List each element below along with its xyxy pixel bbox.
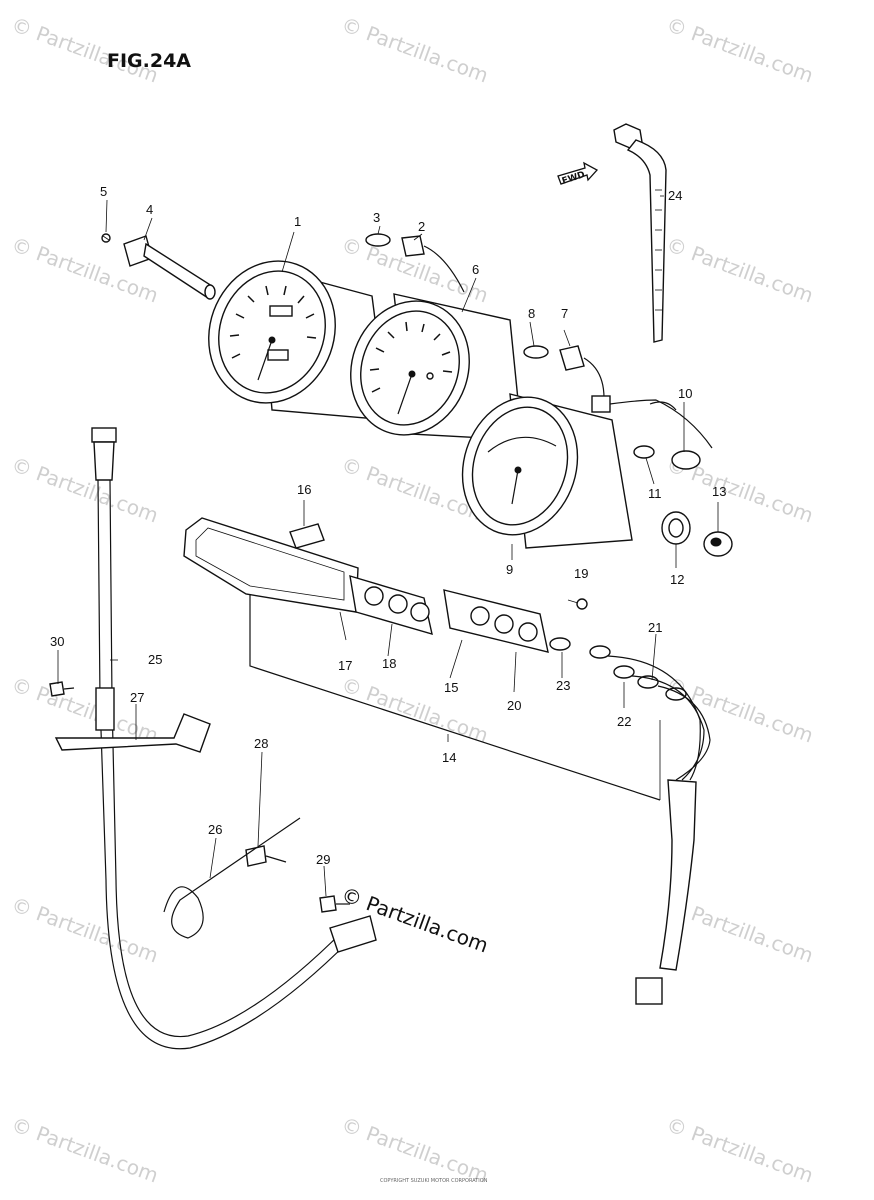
callout-2: 2: [418, 219, 425, 234]
cable-bracket-27: [54, 713, 211, 753]
callout-11: 11: [648, 486, 662, 501]
watermark: © Partzilla.com: [338, 672, 491, 747]
indicator-lens: [183, 517, 359, 613]
callout-26: 26: [208, 822, 222, 837]
callout-29: 29: [316, 852, 330, 867]
speedometer-cable: [91, 427, 377, 1050]
callout-8: 8: [528, 306, 535, 321]
callout-4: 4: [146, 202, 153, 217]
callout-1: 1: [294, 214, 301, 229]
watermark: © Partzilla.com: [663, 12, 816, 87]
callout-27: 27: [130, 690, 144, 705]
bulb-3: [365, 233, 391, 247]
callout-3: 3: [373, 210, 380, 225]
callout-23: 23: [556, 678, 570, 693]
watermark: © Partzilla.com: [663, 1112, 816, 1187]
callout-12: 12: [670, 572, 684, 587]
bulb-socket-2: [401, 235, 465, 293]
watermark: © Partzilla.com: [8, 1112, 161, 1187]
watermark: © Partzilla.com: [663, 232, 816, 307]
callout-30: 30: [50, 634, 64, 649]
watermark: © Partzilla.com: [338, 12, 491, 87]
bolt-28: [245, 845, 287, 867]
callout-5: 5: [100, 184, 107, 199]
bulb-socket-7: [559, 345, 605, 399]
callout-7: 7: [561, 306, 568, 321]
tachometer-ticks: [369, 321, 453, 393]
tachometer: [350, 293, 523, 441]
wiring-harness: [549, 637, 711, 1005]
clamp-tie: [613, 123, 667, 343]
callout-22: 22: [617, 714, 631, 729]
bulb-8: [523, 345, 549, 359]
indicator-housing: [349, 575, 549, 653]
callout-21: 21: [648, 620, 662, 635]
watermark: © Partzilla.com: [8, 892, 161, 967]
nut-13: [703, 531, 733, 557]
callout-numbers: 1 2 3 4 5 6 7 8 9 10 11 12 13 14 15 16 1…: [50, 184, 726, 867]
callout-9: 9: [506, 562, 513, 577]
callout-25: 25: [148, 652, 162, 667]
callout-18: 18: [382, 656, 396, 671]
leader-lines: [57, 195, 719, 897]
callout-10: 10: [678, 386, 692, 401]
drive-fitting-4: [123, 235, 216, 300]
callout-19: 19: [574, 566, 588, 581]
watermark: © Partzilla.com: [8, 672, 161, 747]
callout-15: 15: [444, 680, 458, 695]
forward-arrow-icon: FWD: [557, 161, 599, 187]
callout-6: 6: [472, 262, 479, 277]
callout-24: 24: [668, 188, 682, 203]
watermark: © Partzilla.com: [663, 672, 816, 747]
callout-28: 28: [254, 736, 268, 751]
callout-14: 14: [442, 750, 456, 765]
footer-copyright: COPYRIGHT SUZUKI MOTOR CORPORATION: [380, 1178, 488, 1184]
callout-20: 20: [507, 698, 521, 713]
bolt-29: [319, 895, 350, 913]
screw-19: [567, 598, 588, 610]
watermark: © Partzilla.com: [338, 1112, 491, 1187]
assembly-bracket-14: [249, 594, 661, 801]
connector-wiring: [591, 395, 713, 470]
callout-17: 17: [338, 658, 352, 673]
callout-16: 16: [297, 482, 311, 497]
grommet-12: [661, 511, 691, 545]
speedometer-ticks: [229, 285, 317, 359]
temperature-gauge: [461, 393, 633, 549]
screw-5: [101, 233, 111, 243]
fwd-label: FWD: [561, 170, 586, 187]
watermark: © Partzilla.com: [8, 452, 161, 527]
callout-13: 13: [712, 484, 726, 499]
spring-26: [163, 817, 301, 939]
figure-title: FIG.24A: [107, 50, 191, 72]
